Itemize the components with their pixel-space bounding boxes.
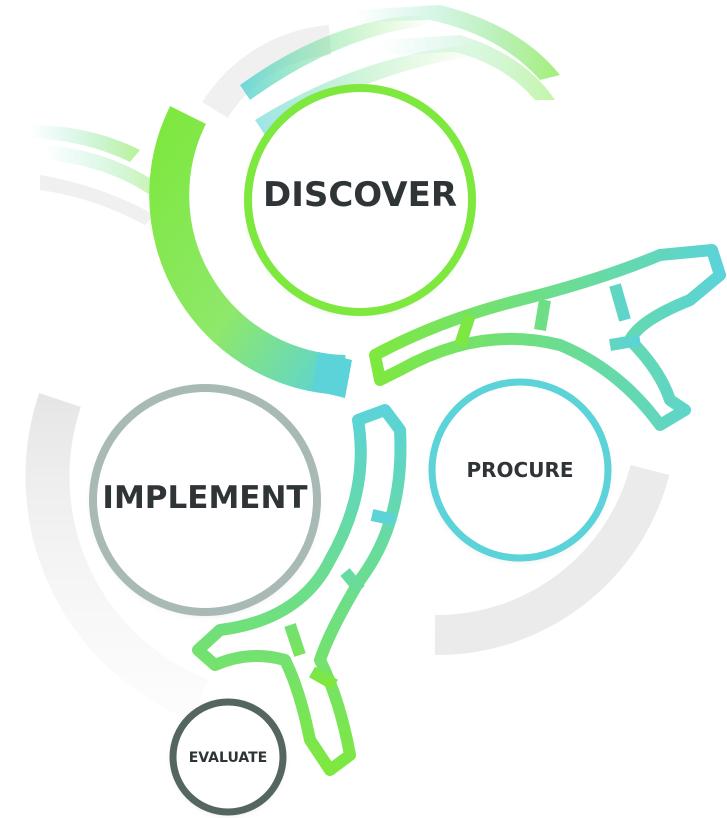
gray-arc-right bbox=[434, 464, 670, 656]
streak-group-left bbox=[30, 125, 160, 225]
discover-arc bbox=[149, 106, 346, 395]
evaluate-label: EVALUATE bbox=[189, 750, 268, 766]
procure-node[interactable]: PROCURE bbox=[428, 378, 612, 562]
gray-arc-left bbox=[25, 393, 209, 721]
chain-lower bbox=[192, 404, 407, 776]
discover-label: DISCOVER bbox=[263, 175, 457, 215]
chain-upper bbox=[369, 244, 726, 431]
discover-arc-arrowhead bbox=[312, 352, 352, 398]
implement-node[interactable]: IMPLEMENT bbox=[89, 384, 321, 616]
discover-node[interactable]: DISCOVER bbox=[244, 84, 476, 316]
implement-label: IMPLEMENT bbox=[102, 480, 307, 516]
procure-label: PROCURE bbox=[466, 458, 573, 482]
evaluate-node[interactable]: EVALUATE bbox=[169, 698, 287, 816]
